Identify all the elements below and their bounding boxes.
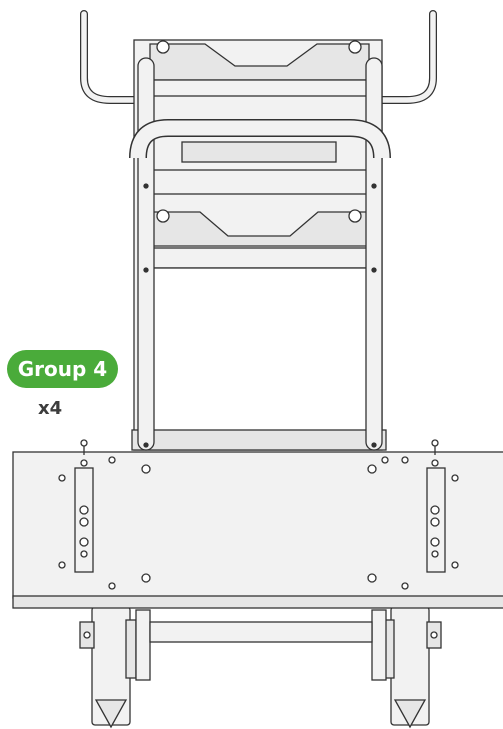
left-wheel-icon (79, 606, 137, 729)
top-handle (80, 10, 437, 104)
screw-icon (79, 439, 89, 558)
right-wheel-icon (383, 606, 442, 729)
axle (135, 609, 387, 681)
middle-handle (129, 119, 391, 163)
base-plate (12, 451, 503, 609)
screw-icon (430, 439, 440, 558)
group-badge: Group 4 (7, 350, 118, 388)
frame (131, 39, 387, 451)
quantity-label: x4 (38, 398, 63, 419)
